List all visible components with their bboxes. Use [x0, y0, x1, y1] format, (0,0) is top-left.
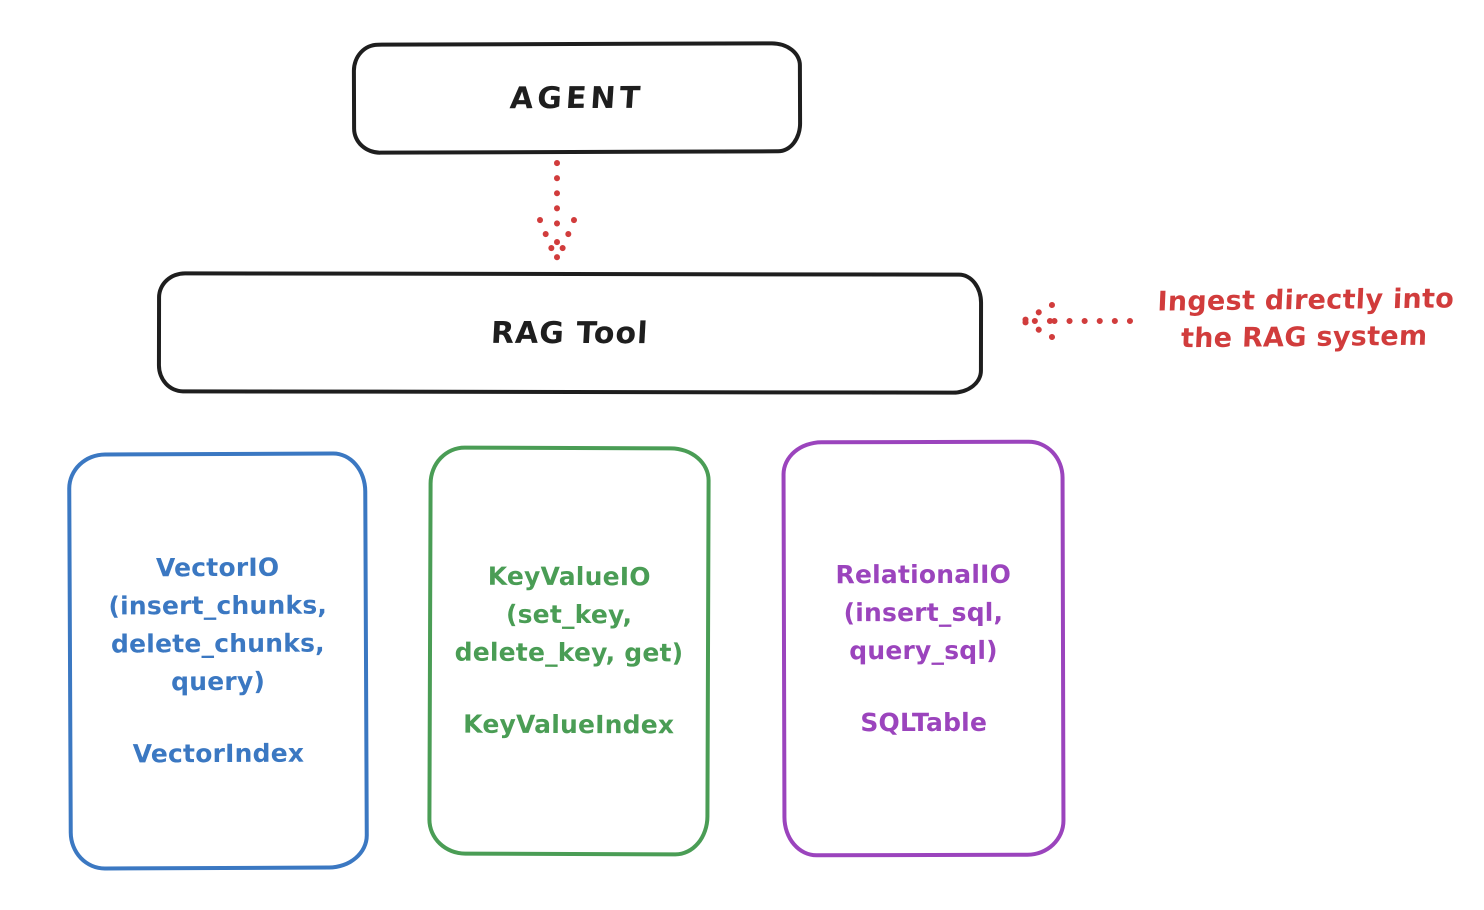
rag-tool-label: RAG Tool: [490, 315, 650, 351]
keyvalue-io-node: KeyValueIO (set_key, delete_key, get) Ke…: [427, 445, 711, 857]
relational-io-methods-line2: query_sql): [849, 635, 998, 665]
vector-io-methods-line3: query): [171, 666, 266, 697]
vector-io-methods-line2: delete_chunks,: [110, 628, 325, 659]
keyvalue-io-methods-line2: delete_key, get): [454, 637, 684, 668]
ingest-annotation-text: Ingest directly into the RAG system: [1133, 280, 1476, 358]
vector-io-methods-line1: (insert_chunks,: [108, 590, 328, 621]
agent-node: AGENT: [351, 41, 803, 155]
rag-tool-node: RAG Tool: [156, 271, 984, 395]
sql-table-label: SQLTable: [860, 707, 988, 737]
relational-io-methods-line1: (insert_sql,: [843, 597, 1004, 627]
keyvalue-index-label: KeyValueIndex: [463, 709, 675, 740]
agent-label: AGENT: [508, 80, 646, 116]
vector-index-label: VectorIndex: [132, 738, 305, 769]
keyvalue-io-methods-line1: (set_key,: [505, 599, 633, 630]
relational-io-node: RelationalIO (insert_sql, query_sql) SQL…: [781, 439, 1066, 858]
relational-io-title: RelationalIO: [835, 559, 1012, 589]
ingest-annotation-line2: the RAG system: [1180, 320, 1429, 355]
ingest-annotation-arrow-icon: [1020, 302, 1133, 340]
keyvalue-io-title: KeyValueIO: [487, 561, 651, 592]
vector-io-title: VectorIO: [155, 552, 280, 583]
vector-io-node: VectorIO (insert_chunks, delete_chunks, …: [67, 451, 369, 871]
ingest-annotation-line1: Ingest directly into: [1156, 283, 1455, 318]
agent-to-rag-arrow-icon: [537, 160, 577, 263]
